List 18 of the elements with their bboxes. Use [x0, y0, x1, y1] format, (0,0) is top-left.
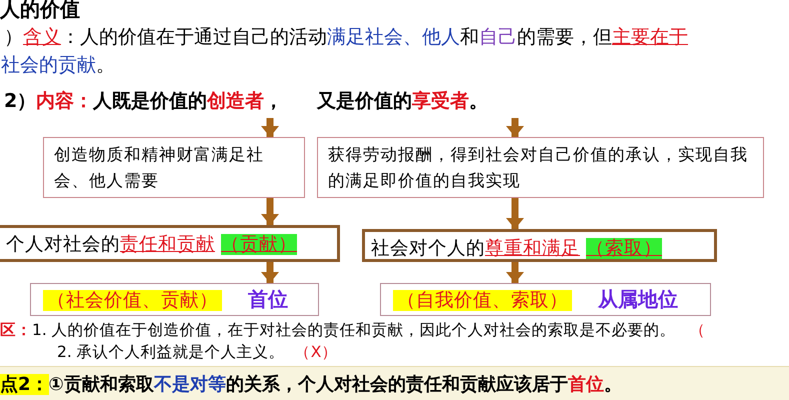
arrow — [261, 198, 279, 225]
process-box: 获得劳动报酬，得到社会对自己价值的承认，实现自我的满足即价值的自我实现 — [317, 137, 764, 198]
arrow — [506, 262, 524, 283]
result-box: （社会价值、贡献） 首位 — [30, 283, 319, 316]
definition-text-continued: 社会的贡献。 — [1, 53, 115, 78]
definition-text: ）含义：人的价值在于通过自己的活动满足社会、他人和 自己的需要，但主要在于 — [4, 25, 688, 50]
misconception-note: 区：1. 人的价值在于创造价值，在于对社会的责任和贡献，因此个人对社会的索取是不必要的。 （ — [0, 320, 706, 341]
process-box: 创造物质和精神财富满足社会、他人需要 — [43, 137, 305, 198]
misconception-note: 2. 承认个人利益就是个人主义。 （X） — [57, 342, 338, 363]
relation-box: 个人对社会的责任和贡献 （贡献） — [0, 225, 340, 262]
arrow — [506, 118, 524, 137]
result-box: （自我价值、索取） 从属地位 — [380, 283, 711, 316]
arrow — [261, 118, 279, 137]
arrow — [261, 262, 279, 283]
relation-box: 社会对个人的尊重和满足 （索取） — [362, 229, 717, 262]
key-point-text: 点2：①贡献和索取不是对等的关系，个人对社会的责任和贡献应该居于首位。 — [0, 373, 622, 396]
content-heading: 2）内容：人既是价值的创造者， 又是价值的享受者。 — [4, 89, 488, 114]
arrow — [506, 198, 524, 229]
